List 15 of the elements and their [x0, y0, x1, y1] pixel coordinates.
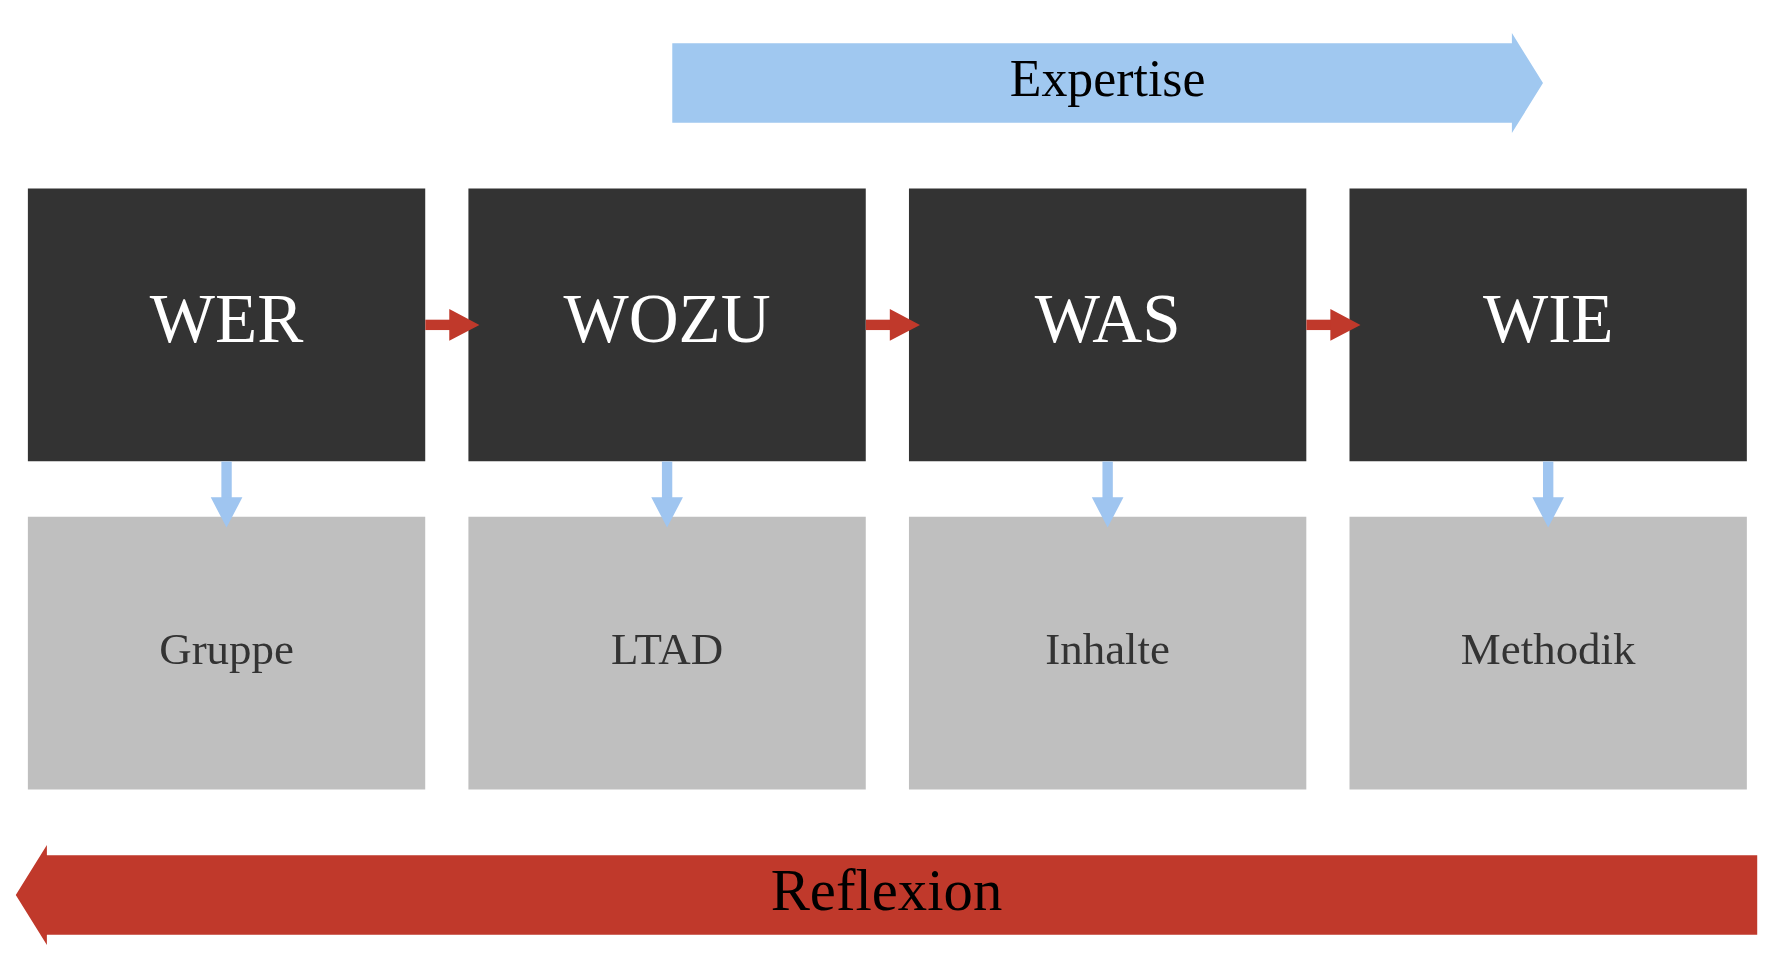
arrow	[651, 461, 683, 528]
node-box: WIE	[1349, 187, 1747, 461]
node-box: Gruppe	[27, 516, 426, 790]
arrow	[210, 461, 243, 528]
node-box: WAS	[908, 187, 1307, 461]
arrow	[1091, 461, 1124, 528]
node-box: WER	[27, 187, 426, 461]
arrow	[1532, 461, 1564, 528]
node-box: Inhalte	[908, 516, 1307, 790]
arrow	[425, 308, 480, 341]
node-box: WOZU	[468, 187, 866, 461]
arrow	[1306, 308, 1361, 341]
node-box: Methodik	[1349, 516, 1747, 790]
arrow	[865, 308, 920, 341]
node-box: LTAD	[468, 516, 866, 790]
